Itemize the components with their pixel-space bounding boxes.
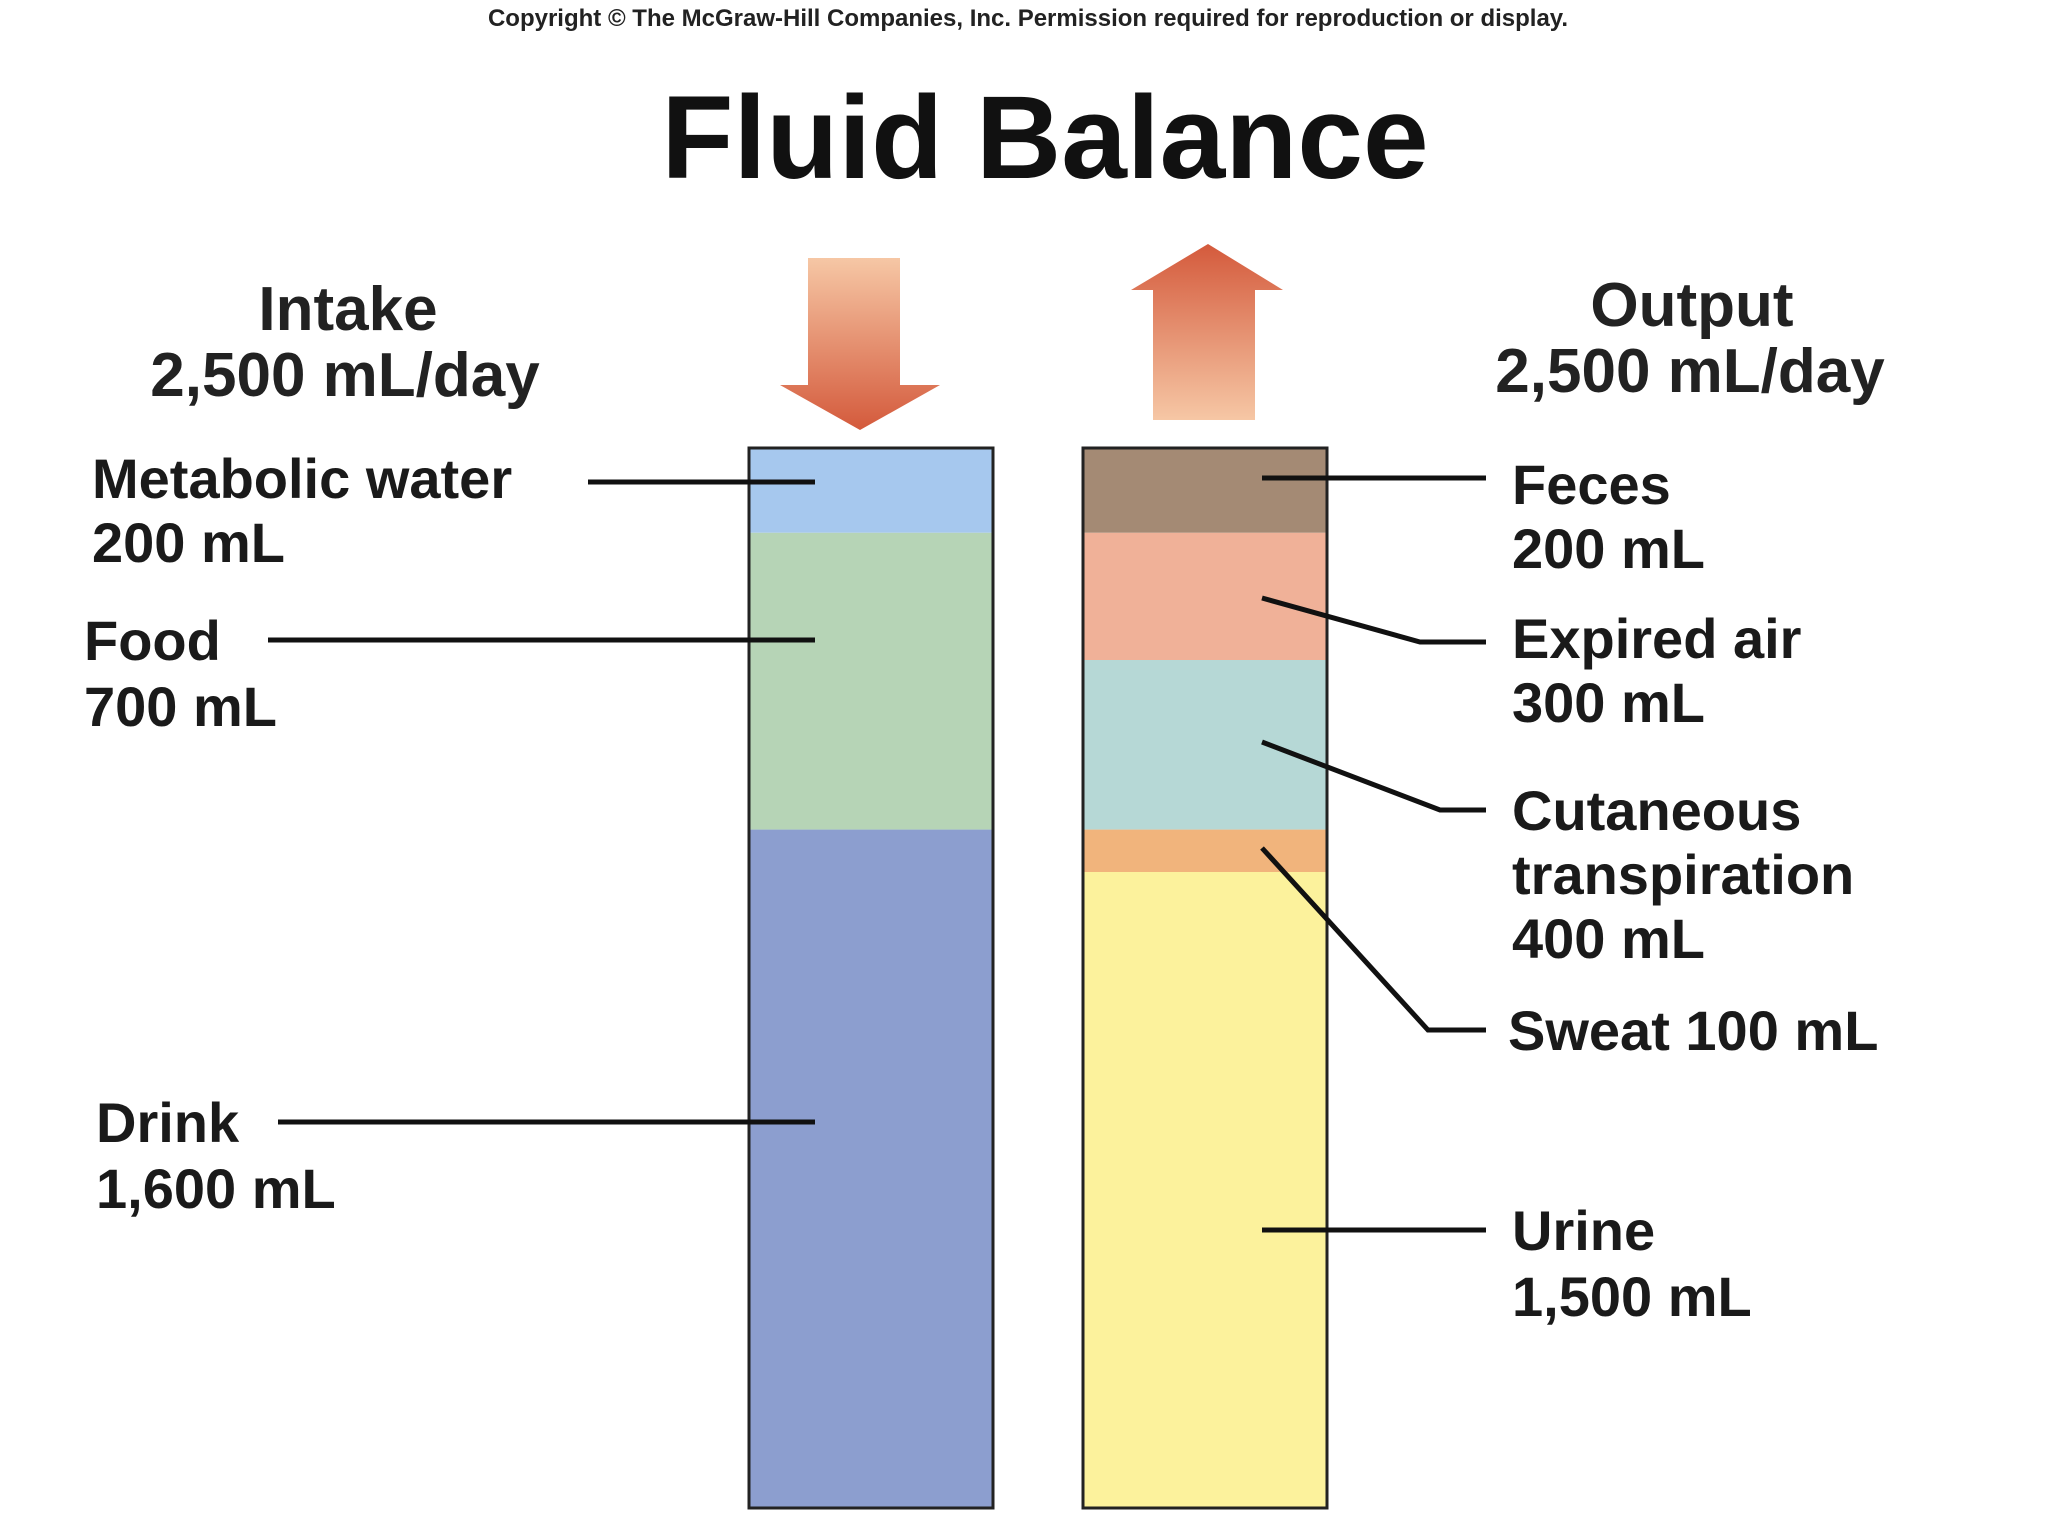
cutaneous-label-line1: Cutaneous xyxy=(1512,779,1801,842)
cutaneous-leader xyxy=(1261,739,1486,813)
output-stacked-bar xyxy=(1083,448,1327,1508)
metabolic-water-label: Metabolic water xyxy=(92,447,512,510)
output-arrow-up-icon xyxy=(1131,244,1283,420)
sweat-leader xyxy=(1260,846,1486,1033)
feces-label: Feces xyxy=(1512,453,1671,516)
output-segment-cutaneous-transpiration xyxy=(1083,660,1327,830)
intake-arrow-down-icon xyxy=(780,258,940,430)
intake-segment-metabolic-water xyxy=(749,448,993,533)
food-amount: 700 mL xyxy=(84,675,277,738)
intake-total: 2,500 mL/day xyxy=(150,341,540,410)
drink-label: Drink xyxy=(96,1091,240,1154)
intake-bar-frame xyxy=(747,446,995,1510)
urine-amount: 1,500 mL xyxy=(1512,1265,1752,1328)
cutaneous-label-line2: transpiration xyxy=(1512,843,1854,906)
drink-amount: 1,600 mL xyxy=(96,1157,336,1220)
intake-stacked-bar xyxy=(749,448,993,1508)
output-heading: Output xyxy=(1590,271,1793,340)
cutaneous-amount: 400 mL xyxy=(1512,907,1705,970)
output-total: 2,500 mL/day xyxy=(1495,337,1885,406)
expired-air-label: Expired air xyxy=(1512,607,1801,670)
feces-amount: 200 mL xyxy=(1512,517,1705,580)
output-bar-frame xyxy=(1081,446,1329,1510)
output-segment-expired-air xyxy=(1083,532,1327,660)
sweat-label: Sweat 100 mL xyxy=(1508,999,1878,1062)
chart-title: Fluid Balance xyxy=(661,72,1428,204)
urine-label: Urine xyxy=(1512,1199,1655,1262)
intake-segment-food xyxy=(749,532,993,830)
metabolic-water-amount: 200 mL xyxy=(92,511,285,574)
intake-heading: Intake xyxy=(258,275,437,344)
output-segment-urine xyxy=(1083,872,1327,1508)
expired-air-amount: 300 mL xyxy=(1512,671,1705,734)
copyright-text: Copyright © The McGraw-Hill Companies, I… xyxy=(488,5,1568,32)
output-segment-feces xyxy=(1083,448,1327,533)
food-label: Food xyxy=(84,609,221,672)
intake-segment-drink xyxy=(749,829,993,1508)
output-segment-sweat xyxy=(1083,829,1327,872)
expired-air-leader xyxy=(1261,595,1486,645)
